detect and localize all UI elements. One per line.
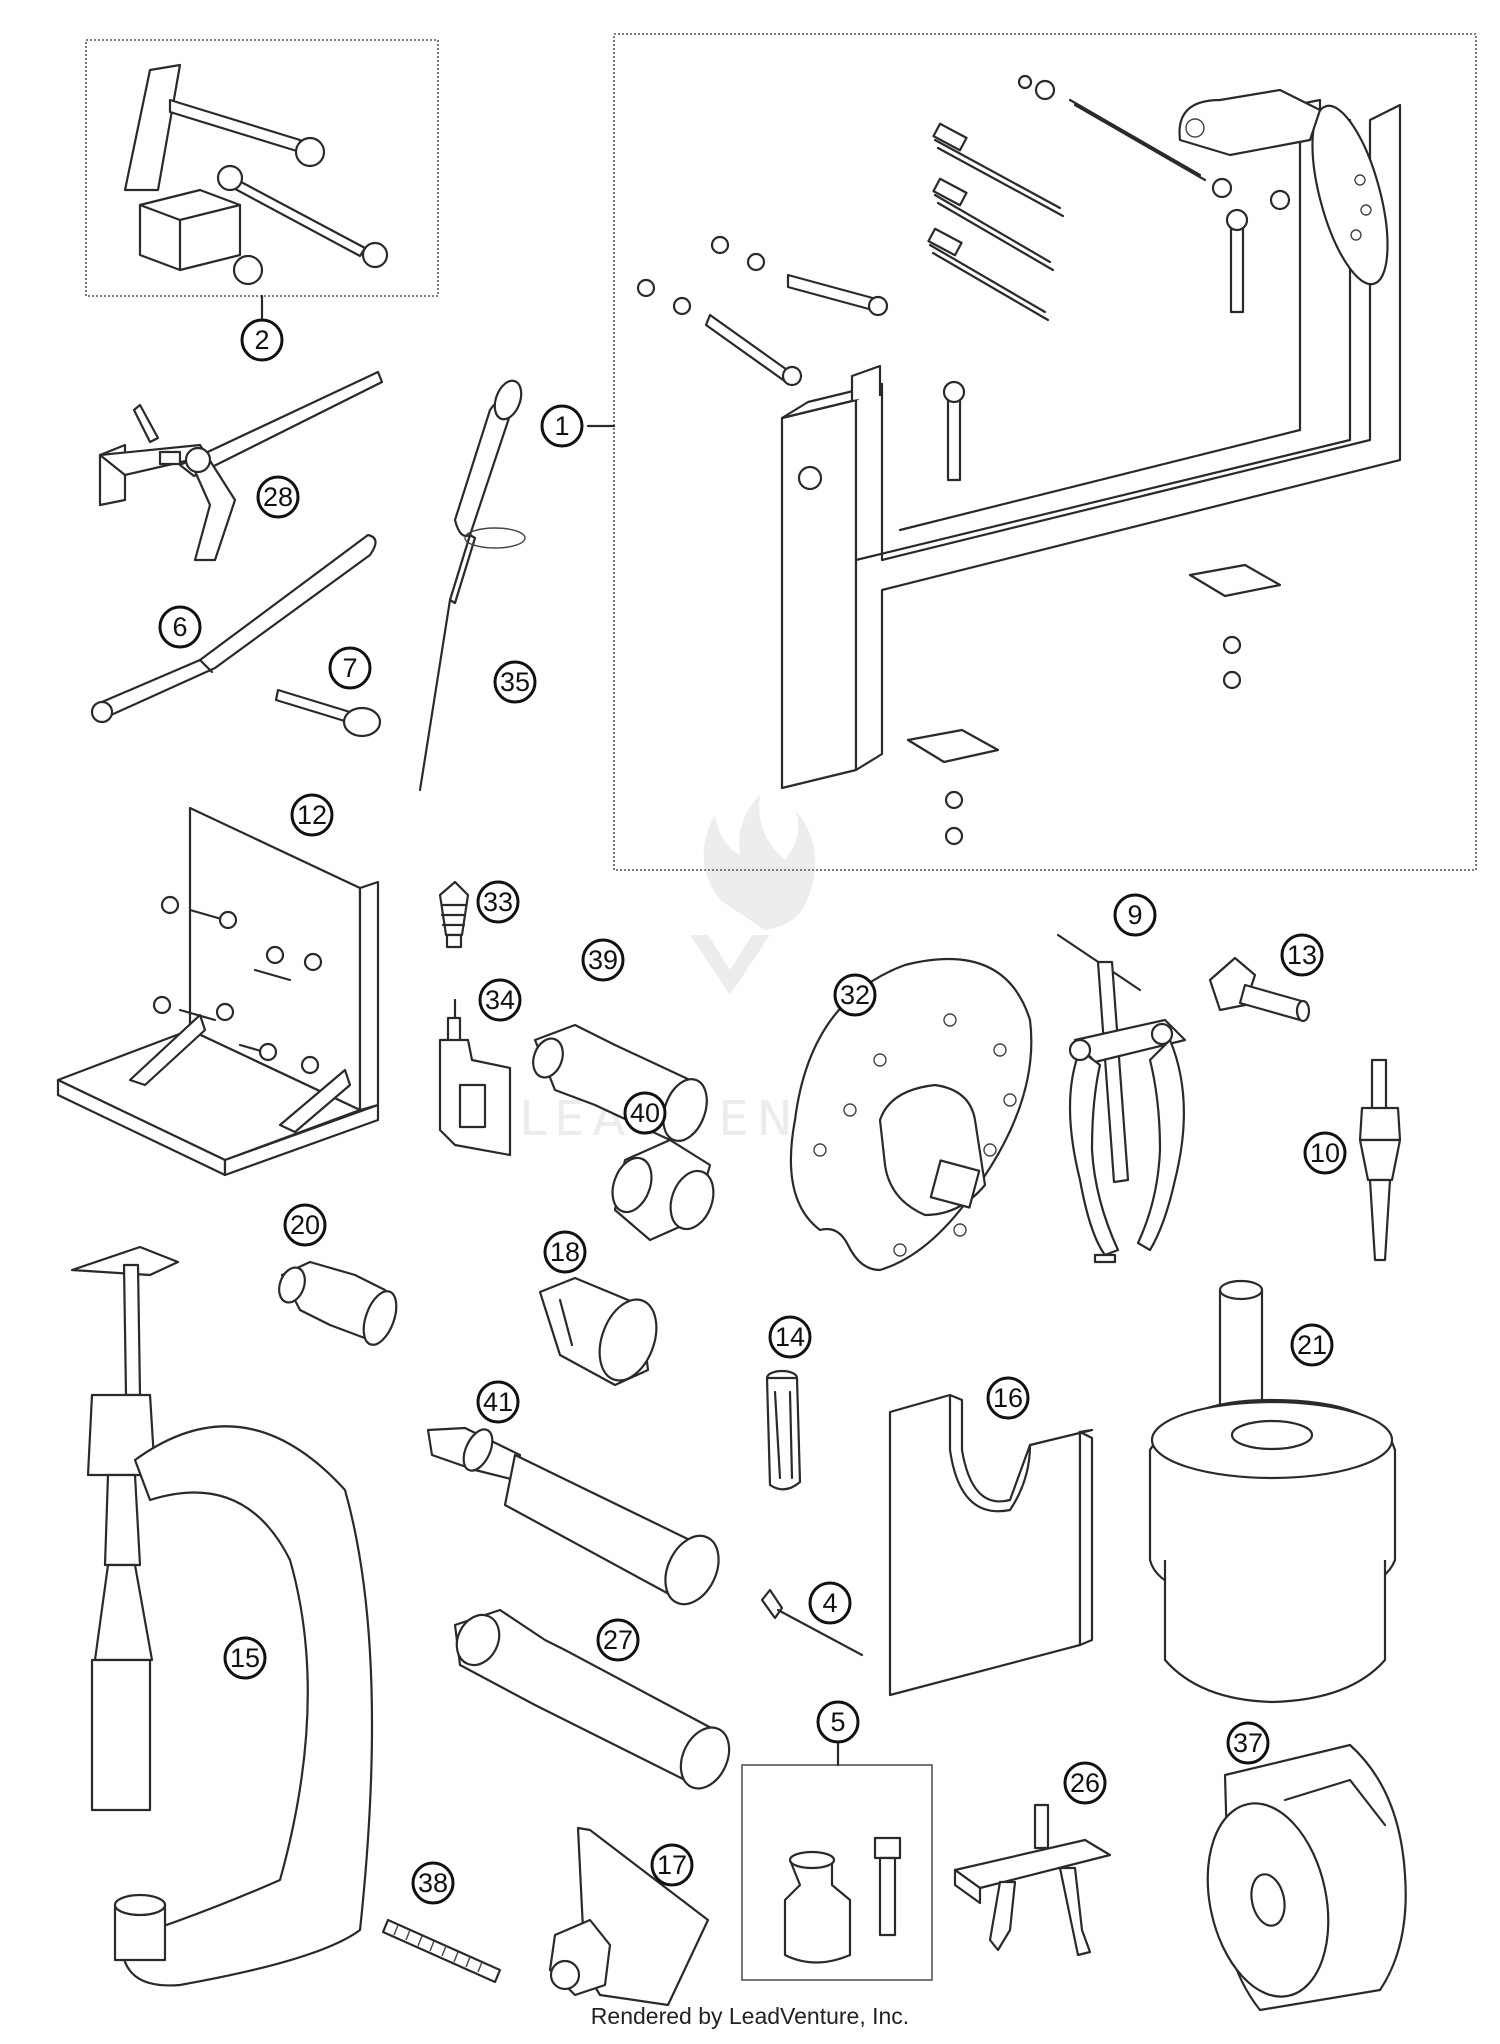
callout-33-label: 33 [483,887,513,917]
callout-16-label: 16 [993,1383,1023,1413]
callout-20-label: 21 [1297,1330,1327,1360]
guide-sleeve-icon [765,1369,802,1491]
callout-12-label: 12 [297,800,327,830]
callout-27: 26 [1063,1761,1107,1805]
callout-9-label: 9 [1127,900,1142,930]
callout-26: 27 [596,1618,640,1662]
angle-plate-icon [56,806,380,1177]
degree-wheel-icon [789,958,1033,1272]
callout-17: 18 [543,1230,587,1274]
press-drift-long-icon [426,1426,720,1606]
bearing-puller-icon [1358,1058,1402,1262]
callout-2: 2 [240,318,284,362]
callout-38: 39 [581,938,625,982]
callout-5: 5 [816,1700,860,1744]
callout-1-label: 1 [554,411,569,441]
callout-12: 12 [290,793,334,837]
callout-18-label: 20 [290,1210,320,1240]
callout-1: 1 [540,404,584,448]
footer-credit: Rendered by LeadVenture, Inc. [590,2003,910,2029]
fork-plate-icon [888,1393,1094,1697]
callout-10-label: 10 [1310,1138,1340,1168]
adhesive-bottle-icon [438,998,512,1157]
thumb-screw-icon [1208,956,1311,1023]
valve-pin-icon [274,688,382,738]
callout-40-label: 38 [418,1868,448,1898]
callout-15-label: 15 [230,1643,260,1673]
callout-10: 10 [1303,1131,1347,1175]
callout-32: 32 [833,973,877,1017]
callout-7: 7 [328,646,372,690]
callout-35: 35 [493,660,537,704]
pin-tool-icon [760,1588,864,1657]
holding-fixture-icon [85,39,439,322]
callout-15: 15 [223,1636,267,1680]
callout-6: 6 [158,605,202,649]
grease-syringe-icon [418,379,526,792]
callout-39-label: 40 [630,1098,660,1128]
press-fit-kit-icon [741,1740,933,1981]
hook-wrench-icon [90,533,377,724]
callout-6-label: 6 [172,612,187,642]
callout-7-label: 7 [342,653,357,683]
callout-16: 16 [986,1376,1030,1420]
sealant-tube-icon [438,880,470,949]
press-drift-icon [1148,1279,1397,1704]
socket-tube-icon [453,1608,731,1790]
bearing-cup-icon [1206,1743,1407,2012]
callout-5-label: 5 [830,1707,845,1737]
mounting-sleeve-icon [538,1276,658,1387]
callout-34-label: 34 [485,985,515,1015]
callout-32-label: 32 [840,980,870,1010]
callout-13: 13 [1280,933,1324,977]
callout-41: 41 [476,1380,520,1424]
two-jaw-puller-icon [1056,933,1187,1264]
callout-41-label: 41 [483,1387,513,1417]
callout-14-label: 14 [775,1322,805,1352]
socket-adapter-icon [278,1260,398,1346]
flywheel-holder-icon [548,1826,710,2007]
callout-40: 38 [411,1861,455,1905]
callout-34: 34 [478,978,522,1022]
callout-38-label: 39 [588,945,618,975]
callout-4-label: 4 [822,1588,837,1618]
drift-cap-icon [611,1138,715,1242]
callout-33: 33 [476,880,520,924]
callout-20: 21 [1290,1323,1334,1367]
callout-37: 37 [1226,1721,1270,1765]
callout-39: 40 [623,1091,667,1135]
callout-35-label: 35 [500,667,530,697]
callout-21-label: 17 [657,1850,687,1880]
callout-37-label: 37 [1233,1728,1263,1758]
callout-18: 20 [283,1203,327,1247]
callout-28: 28 [256,475,300,519]
callout-17-label: 18 [550,1237,580,1267]
callout-14: 14 [768,1315,812,1359]
valve-spring-compressor-icon [70,1245,374,1987]
callout-21: 17 [650,1843,694,1887]
callout-2-label: 2 [254,325,269,355]
callout-26-label: 27 [603,1625,633,1655]
callout-28-label: 28 [263,482,293,512]
engine-work-stand-icon [586,33,1477,871]
clutch-holder-icon [98,370,384,562]
callout-9: 9 [1113,893,1157,937]
threaded-rod-icon [381,1918,502,1984]
callout-13-label: 13 [1287,940,1317,970]
internal-puller-icon [953,1803,1112,1957]
callout-27-label: 26 [1070,1768,1100,1798]
callout-4: 4 [808,1581,852,1625]
